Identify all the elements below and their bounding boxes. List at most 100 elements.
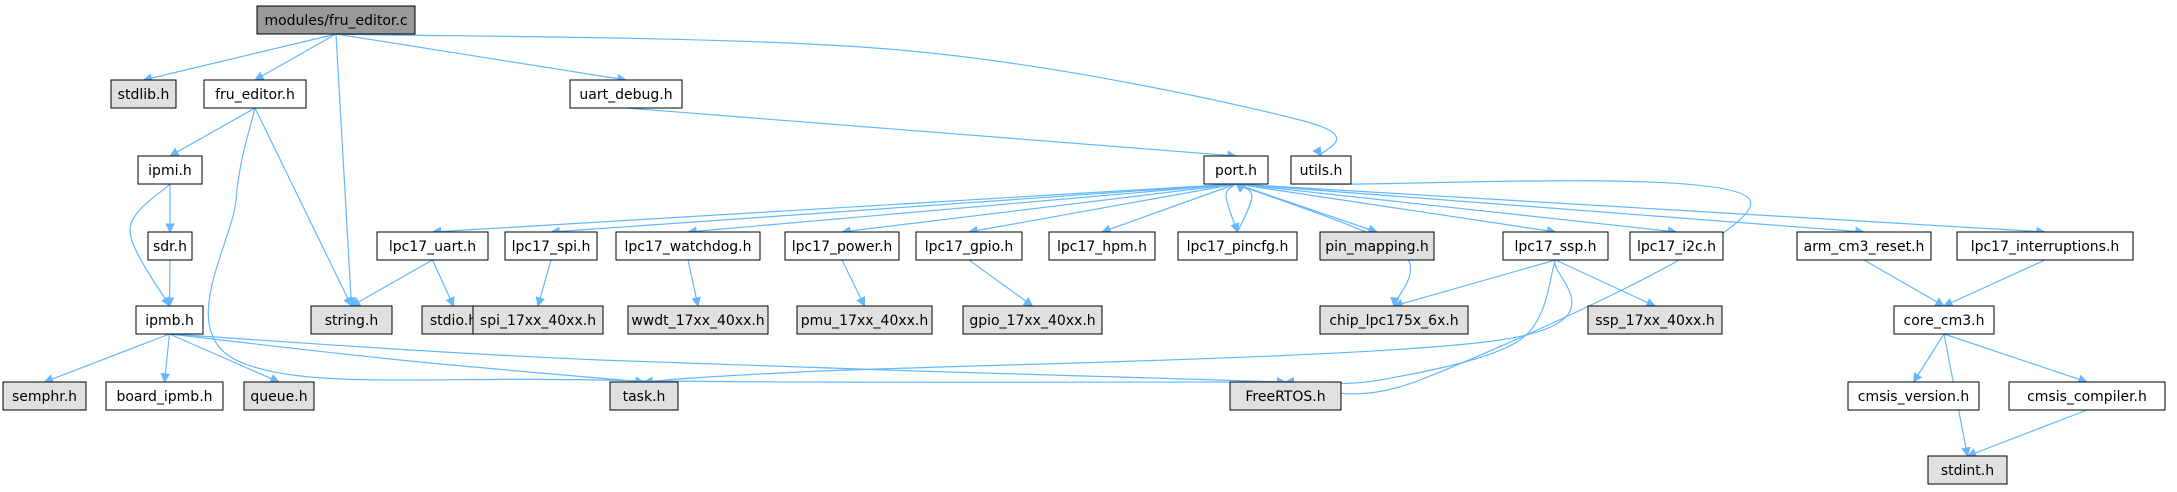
node-cmsis-version-h[interactable]: cmsis_version.h bbox=[1847, 381, 1980, 411]
node-box bbox=[1927, 455, 2008, 485]
edge-ipmb-h-to-FreeRTOS-h bbox=[169, 333, 1287, 387]
node-lpc17-gpio-h[interactable]: lpc17_gpio.h bbox=[915, 231, 1023, 261]
node-label: lpc17_spi.h bbox=[512, 239, 591, 255]
node-label: cmsis_compiler.h bbox=[2027, 389, 2147, 405]
node-fru-editor-h[interactable]: fru_editor.h bbox=[203, 79, 307, 109]
node-lpc17-watchdog-h[interactable]: lpc17_watchdog.h bbox=[615, 231, 761, 261]
node-label: cmsis_version.h bbox=[1858, 389, 1969, 405]
node-port-h[interactable]: port.h bbox=[1203, 155, 1269, 185]
node-label: stdint.h bbox=[1941, 463, 1994, 479]
node-core-cm3-h[interactable]: core_cm3.h bbox=[1893, 305, 1995, 335]
node-queue-h: queue.h bbox=[243, 381, 315, 411]
node-fru-editor-c[interactable]: modules/fru_editor.c bbox=[256, 5, 416, 35]
node-box bbox=[962, 305, 1103, 335]
node-label: lpc17_hpm.h bbox=[1057, 239, 1147, 255]
node-label: stdlib.h bbox=[118, 87, 170, 103]
node-box bbox=[310, 305, 393, 335]
node-label: wwdt_17xx_40xx.h bbox=[631, 313, 764, 329]
node-string-h: string.h bbox=[310, 305, 393, 335]
edge-fru-editor-h-to-ipmi-h bbox=[169, 107, 256, 157]
edge-lpc17-watchdog-h-to-wwdt-17xx-40xx-h bbox=[687, 259, 701, 307]
edge-fru-editor-c-to-string-h bbox=[335, 33, 356, 307]
node-label: port.h bbox=[1215, 163, 1257, 179]
edge-port-h-to-arm-cm3-reset-h bbox=[1235, 183, 1865, 237]
node-wwdt-17xx-40xx-h: wwdt_17xx_40xx.h bbox=[627, 305, 769, 335]
edge-lpc17-pincfg-h-to-port-h bbox=[1235, 183, 1253, 233]
edge-ipmb-h-to-queue-h bbox=[169, 333, 280, 383]
edge-fru-editor-c-to-fru-editor-h bbox=[254, 33, 337, 81]
edge-lpc17-spi-h-to-spi-17xx-40xx-h bbox=[535, 259, 552, 307]
edge-lpc17-power-h-to-pmu-17xx-40xx-h bbox=[841, 259, 866, 307]
node-box bbox=[1177, 231, 1298, 261]
edge-ipmi-h-to-ipmb-h bbox=[129, 183, 171, 307]
node-sdr-h[interactable]: sdr.h bbox=[147, 231, 193, 261]
node-spi-17xx-40xx-h: spi_17xx_40xx.h bbox=[472, 305, 604, 335]
node-ipmi-h[interactable]: ipmi.h bbox=[137, 155, 203, 185]
edge-lpc17-ssp-h-to-ssp-17xx-40xx-h bbox=[1555, 259, 1656, 307]
node-lpc17-interruptions-h[interactable]: lpc17_interruptions.h bbox=[1956, 231, 2134, 261]
node-label: stdio.h bbox=[430, 313, 477, 329]
node-lpc17-hpm-h[interactable]: lpc17_hpm.h bbox=[1048, 231, 1156, 261]
node-lpc17-spi-h[interactable]: lpc17_spi.h bbox=[504, 231, 598, 261]
edge-lpc17-interruptions-h-to-core-cm3-h bbox=[1943, 259, 2046, 307]
node-label: lpc17_power.h bbox=[792, 239, 893, 255]
node-arm-cm3-reset-h[interactable]: arm_cm3_reset.h bbox=[1796, 231, 1932, 261]
node-lpc17-uart-h[interactable]: lpc17_uart.h bbox=[376, 231, 489, 261]
edge-uart-debug-h-to-port-h bbox=[625, 107, 1237, 161]
node-label: lpc17_pincfg.h bbox=[1187, 239, 1289, 255]
node-box bbox=[1319, 231, 1435, 261]
node-utils-h[interactable]: utils.h bbox=[1290, 155, 1352, 185]
edge-utils-h-to-FreeRTOS-h bbox=[1284, 180, 1752, 395]
node-box bbox=[615, 231, 761, 261]
edge-fru-editor-h-to-string-h bbox=[254, 107, 353, 307]
node-lpc17-i2c-h[interactable]: lpc17_i2c.h bbox=[1629, 231, 1724, 261]
edge-ipmb-h-to-semphr-h bbox=[43, 333, 170, 384]
node-label: FreeRTOS.h bbox=[1245, 389, 1325, 405]
node-board-ipmb-h[interactable]: board_ipmb.h bbox=[105, 381, 224, 411]
node-box bbox=[1847, 381, 1980, 411]
edge-sdr-h-to-ipmb-h bbox=[164, 259, 175, 307]
node-label: spi_17xx_40xx.h bbox=[480, 313, 596, 329]
edge-core-cm3-h-to-cmsis-compiler-h bbox=[1943, 333, 2088, 384]
edge-fru-editor-h-to-FreeRTOS-h bbox=[207, 107, 1287, 387]
node-lpc17-ssp-h[interactable]: lpc17_ssp.h bbox=[1502, 231, 1609, 261]
node-lpc17-power-h[interactable]: lpc17_power.h bbox=[784, 231, 900, 261]
node-label: lpc17_ssp.h bbox=[1514, 239, 1596, 255]
node-box bbox=[1587, 305, 1723, 335]
node-box bbox=[203, 79, 307, 109]
node-ipmb-h[interactable]: ipmb.h bbox=[135, 305, 204, 335]
node-label: arm_cm3_reset.h bbox=[1804, 239, 1925, 255]
node-uart-debug-h[interactable]: uart_debug.h bbox=[569, 79, 683, 109]
edge-port-h-to-lpc17-watchdog-h bbox=[687, 183, 1237, 237]
node-label: utils.h bbox=[1300, 163, 1343, 179]
node-cmsis-compiler-h[interactable]: cmsis_compiler.h bbox=[2008, 381, 2166, 411]
edge-lpc17-uart-h-to-string-h bbox=[350, 259, 433, 307]
node-label: ipmi.h bbox=[148, 163, 192, 179]
node-box bbox=[1319, 305, 1469, 335]
node-label: string.h bbox=[325, 313, 379, 329]
edge-lpc17-ssp-h-to-chip-lpc175x-6x-h bbox=[1393, 259, 1556, 309]
node-pin-mapping-h: pin_mapping.h bbox=[1319, 231, 1435, 261]
node-box bbox=[105, 381, 224, 411]
node-lpc17-pincfg-h[interactable]: lpc17_pincfg.h bbox=[1177, 231, 1298, 261]
node-label: semphr.h bbox=[12, 389, 77, 405]
node-label: ipmb.h bbox=[145, 313, 194, 329]
nodes-layer: modules/fru_editor.c stdlib.h fru_editor.h… bbox=[2, 5, 2166, 485]
edge-ipmb-h-to-board-ipmb-h bbox=[160, 333, 171, 383]
edge-fru-editor-c-to-utils-h bbox=[335, 33, 1338, 157]
edge-fru-editor-c-to-uart-debug-h bbox=[335, 33, 627, 84]
edge-fru-editor-c-to-stdlib-h bbox=[142, 33, 337, 83]
node-FreeRTOS-h: FreeRTOS.h bbox=[1229, 381, 1342, 411]
node-box bbox=[1956, 231, 2134, 261]
edge-arm-cm3-reset-h-to-core-cm3-h bbox=[1863, 259, 1945, 307]
edge-ipmb-h-to-task-h bbox=[169, 333, 645, 387]
node-box bbox=[609, 381, 679, 411]
node-box bbox=[110, 79, 177, 109]
edge-port-h-to-lpc17-power-h bbox=[841, 183, 1237, 236]
node-label: lpc17_gpio.h bbox=[925, 239, 1014, 255]
node-box bbox=[1502, 231, 1609, 261]
node-label: gpio_17xx_40xx.h bbox=[969, 313, 1095, 329]
node-stdint-h: stdint.h bbox=[1927, 455, 2008, 485]
